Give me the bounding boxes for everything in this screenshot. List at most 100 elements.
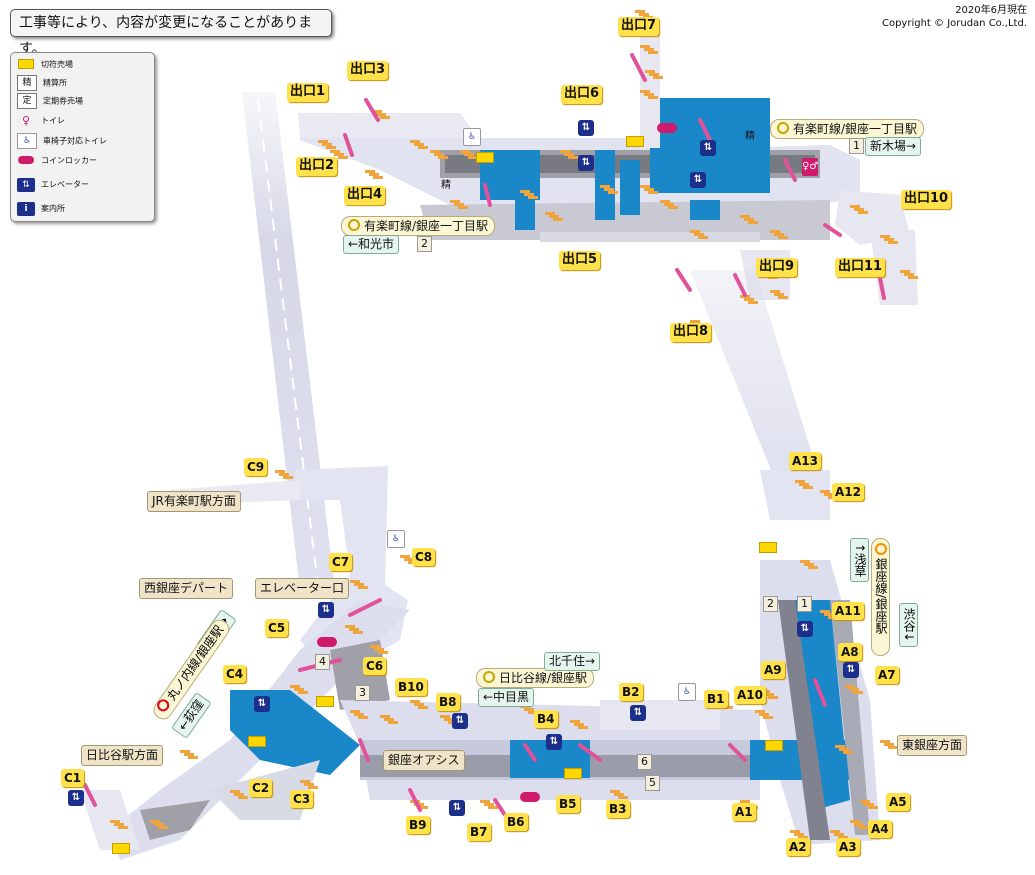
yurakucho-line-label-top[interactable]: 有楽町線/銀座一丁目駅 <box>770 119 925 139</box>
exit-c1[interactable]: C1 <box>61 769 85 787</box>
exit-a10[interactable]: A10 <box>734 686 766 704</box>
dir-nakameguro[interactable]: ←中目黒 <box>478 688 535 707</box>
exit-c8[interactable]: C8 <box>412 548 436 566</box>
ticket-machine-icon[interactable] <box>476 152 494 163</box>
jr-yurakucho-direction[interactable]: JR有楽町駅方面 <box>147 491 241 512</box>
exit-10[interactable]: 出口10 <box>901 190 952 209</box>
exit-c5[interactable]: C5 <box>265 619 289 637</box>
exit-b3[interactable]: B3 <box>606 800 630 818</box>
exit-c9[interactable]: C9 <box>244 458 268 476</box>
elevator-icon[interactable]: ⇅ <box>578 155 594 171</box>
dir-shibuya[interactable]: 渋谷↓ <box>899 603 918 648</box>
exit-b2[interactable]: B2 <box>619 683 643 701</box>
nishiginza-depart-label[interactable]: 西銀座デパート <box>139 578 234 599</box>
exit-5[interactable]: 出口5 <box>559 251 601 270</box>
yurakucho-line-label-mid[interactable]: 有楽町線/銀座一丁目駅 <box>341 216 496 236</box>
coin-locker-icon[interactable] <box>317 637 337 647</box>
exit-8[interactable]: 出口8 <box>670 323 712 342</box>
elevator-exit-label[interactable]: エレベーター口 <box>255 578 350 599</box>
elevator-icon[interactable]: ⇅ <box>546 734 562 750</box>
stairs-icon <box>150 820 168 829</box>
exit-c6[interactable]: C6 <box>363 657 387 675</box>
exit-6[interactable]: 出口6 <box>561 85 603 104</box>
exit-c7[interactable]: C7 <box>329 553 353 571</box>
exit-a8[interactable]: A8 <box>838 643 862 661</box>
platform-2-yurakucho: 2 <box>417 236 432 252</box>
exit-a9[interactable]: A9 <box>761 661 785 679</box>
wheelchair-toilet-icon[interactable]: ♿ <box>678 683 696 701</box>
exit-4[interactable]: 出口4 <box>344 186 386 205</box>
coin-locker-icon[interactable] <box>520 792 540 802</box>
exit-a2[interactable]: A2 <box>786 838 810 856</box>
exit-b5[interactable]: B5 <box>556 795 580 813</box>
platform-2-ginza: 2 <box>763 596 778 612</box>
exit-a13[interactable]: A13 <box>789 452 821 470</box>
exit-b7[interactable]: B7 <box>467 823 491 841</box>
elevator-icon[interactable]: ⇅ <box>690 172 706 188</box>
escalator-icon <box>630 53 647 82</box>
elevator-icon[interactable]: ⇅ <box>700 140 716 156</box>
ticket-machine-icon[interactable] <box>765 740 783 751</box>
dir-wakoshi[interactable]: ←和光市 <box>343 235 400 254</box>
ticket-machine-icon[interactable] <box>248 736 266 747</box>
exit-a12[interactable]: A12 <box>832 483 864 501</box>
exit-9[interactable]: 出口9 <box>756 258 798 277</box>
exit-a1[interactable]: A1 <box>732 803 756 821</box>
ginza-oasis-label[interactable]: 銀座オアシス <box>383 750 465 771</box>
ticket-machine-icon[interactable] <box>112 843 130 854</box>
escalator-icon <box>343 133 354 157</box>
exit-a11[interactable]: A11 <box>832 602 864 620</box>
elevator-icon[interactable]: ⇅ <box>578 120 594 136</box>
platform-4-marunouchi: 4 <box>315 654 330 670</box>
hibiya-line-label[interactable]: 日比谷線/銀座駅 <box>476 668 595 688</box>
exit-a3[interactable]: A3 <box>836 838 860 856</box>
hibiya-station-direction[interactable]: 日比谷駅方面 <box>81 745 164 766</box>
exit-a7[interactable]: A7 <box>875 666 899 684</box>
wheelchair-toilet-icon[interactable]: ♿ <box>463 128 481 146</box>
stairs-icon <box>460 150 478 159</box>
exit-c3[interactable]: C3 <box>290 790 314 808</box>
exit-b9[interactable]: B9 <box>406 816 430 834</box>
legend-commuter: 定定期券売場 <box>17 93 83 109</box>
dir-kitasenju[interactable]: 北千住→ <box>544 652 601 671</box>
legend-elevator: ⇅エレベーター <box>17 177 89 193</box>
elevator-icon[interactable]: ⇅ <box>843 662 859 678</box>
elevator-icon[interactable]: ⇅ <box>630 705 646 721</box>
dir-shinkiba[interactable]: 新木場→ <box>865 137 922 156</box>
exit-3[interactable]: 出口3 <box>347 61 389 80</box>
exit-a5[interactable]: A5 <box>886 793 910 811</box>
elevator-icon[interactable]: ⇅ <box>254 696 270 712</box>
dir-asakusa[interactable]: ↑浅草 <box>850 538 869 583</box>
ticket-machine-icon[interactable] <box>759 542 777 553</box>
higashi-ginza-direction[interactable]: 東銀座方面 <box>897 735 968 756</box>
elevator-icon[interactable]: ⇅ <box>449 800 465 816</box>
station-marker-icon <box>875 543 887 555</box>
exit-2[interactable]: 出口2 <box>296 157 338 176</box>
exit-b10[interactable]: B10 <box>395 678 427 696</box>
ticket-machine-icon[interactable] <box>626 136 644 147</box>
exit-b8[interactable]: B8 <box>436 693 460 711</box>
elevator-icon[interactable]: ⇅ <box>68 790 84 806</box>
elevator-icon[interactable]: ⇅ <box>452 713 468 729</box>
ticket-machine-icon[interactable] <box>316 696 334 707</box>
escalator-icon <box>578 743 602 762</box>
elevator-icon[interactable]: ⇅ <box>318 602 334 618</box>
coin-locker-icon[interactable] <box>657 123 677 133</box>
exit-b6[interactable]: B6 <box>504 813 528 831</box>
exit-b1[interactable]: B1 <box>704 690 728 708</box>
ticket-machine-icon[interactable] <box>564 768 582 779</box>
wheelchair-toilet-icon[interactable]: ♿ <box>387 530 405 548</box>
toilet-icon[interactable]: ♀♂ <box>802 158 818 176</box>
exit-c4[interactable]: C4 <box>223 665 247 683</box>
escalator-icon <box>783 158 797 182</box>
ginza-line-label[interactable]: 銀座線/銀座駅 <box>871 538 890 656</box>
elevator-icon[interactable]: ⇅ <box>797 621 813 637</box>
exit-c2[interactable]: C2 <box>249 779 273 797</box>
exit-7[interactable]: 出口7 <box>618 17 660 36</box>
exit-a4[interactable]: A4 <box>868 820 892 838</box>
exit-1[interactable]: 出口1 <box>287 83 329 102</box>
stairs-icon <box>230 790 248 799</box>
exit-11[interactable]: 出口11 <box>835 258 886 277</box>
stairs-icon <box>790 830 808 839</box>
exit-b4[interactable]: B4 <box>534 710 558 728</box>
